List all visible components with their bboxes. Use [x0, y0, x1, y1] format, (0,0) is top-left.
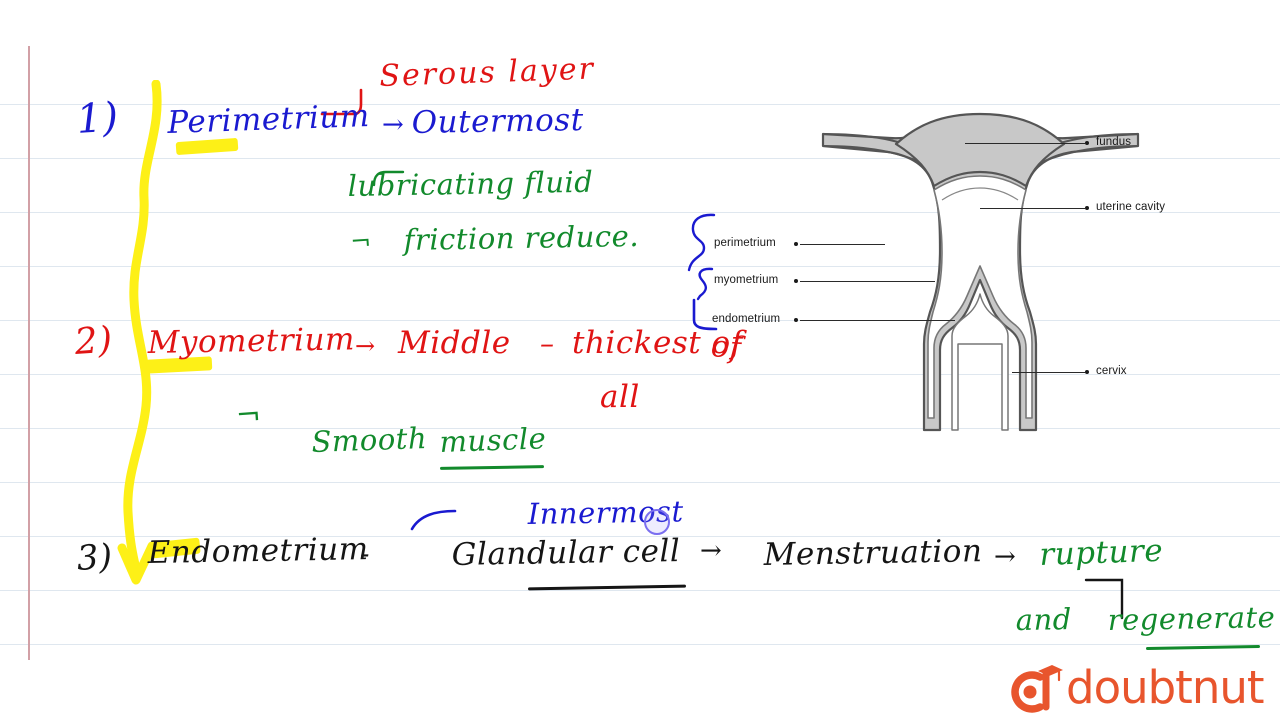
note-1-detail-line-1: lubricating fluid: [347, 164, 594, 203]
leader-line-myometrium: [800, 281, 935, 282]
note-2-arrow: →: [355, 332, 376, 360]
paper-margin-rule: [28, 46, 30, 660]
uterus-diagram: perimetrium myometrium endometrium fundu…: [687, 100, 1250, 450]
diagram-label-perimetrium: perimetrium: [714, 237, 776, 249]
leader-dot-fundus: [1085, 141, 1089, 145]
note-3-result-line2-prefix: and: [1015, 602, 1073, 637]
diagram-label-endometrium: endometrium: [712, 313, 781, 325]
note-3-result-line2: regenerate: [1107, 600, 1276, 637]
note-2-detail: Smooth: [310, 420, 428, 459]
note-3-arrow-2: →: [994, 542, 1017, 572]
leader-line-cervix: [1012, 372, 1085, 373]
graduation-cap-d-icon: [1011, 665, 1063, 713]
note-3-number: 3): [75, 536, 115, 579]
leader-dot-endometrium: [794, 318, 798, 322]
note-1-term: Perimetrium: [166, 97, 371, 141]
note-1-annotation: Serous layer: [378, 51, 596, 94]
leader-dot-myometrium: [794, 279, 798, 283]
note-3-dash: -: [360, 537, 370, 570]
leader-dot-perimetrium: [794, 242, 798, 246]
note-3-result: rupture: [1038, 532, 1164, 573]
note-3-term: Endometrium: [147, 531, 369, 571]
note-3-arrow: →: [700, 536, 723, 566]
note-2-term: Myometrium: [147, 321, 356, 361]
highlight-perimetrium: [175, 137, 239, 156]
note-1-number: 1): [75, 94, 121, 143]
leader-dot-uterine-cavity: [1085, 206, 1089, 210]
diagram-red-mark: of: [709, 329, 743, 367]
cursor-ring: [644, 509, 670, 535]
underline-regenerate: [1145, 645, 1261, 650]
doubtnut-logo: doubtnut: [1008, 661, 1270, 715]
note-2-definition: Middle: [398, 325, 511, 361]
doubtnut-wordmark: doubtnut: [1066, 661, 1265, 714]
underline-muscle: [439, 465, 545, 470]
note-1-detail-line-2: friction reduce.: [403, 218, 640, 257]
note-3-annotation-hook: [410, 509, 457, 531]
diagram-label-myometrium: myometrium: [714, 274, 779, 286]
diagram-label-fundus: fundus: [1096, 136, 1132, 148]
note-1-arrow: →: [382, 110, 405, 140]
leader-line-endometrium: [800, 320, 955, 321]
diagram-label-uterine-cavity: uterine cavity: [1096, 201, 1166, 213]
diagram-label-cervix: cervix: [1096, 365, 1127, 377]
leader-line-perimetrium: [800, 244, 885, 245]
note-1-detail-hook: ⌐: [348, 226, 373, 257]
uterus-illustration: [821, 112, 1140, 432]
note-2-detail-hook: ⌐: [234, 397, 263, 434]
note-2-qualifier-wrap: all: [600, 379, 640, 415]
note-2-qualifier: thickest of: [572, 325, 743, 361]
leader-line-uterine-cavity: [980, 208, 1085, 209]
leader-line-fundus: [965, 143, 1085, 144]
leader-dot-cervix: [1085, 370, 1089, 374]
note-2-dash: –: [540, 327, 555, 360]
note-3-definition: Glandular cell: [451, 533, 681, 573]
note-2-detail-underlined: muscle: [438, 421, 547, 459]
note-2-number: 2): [73, 319, 115, 363]
note-3-consequence: Menstruation: [763, 533, 983, 573]
note-1-definition: Outermost: [411, 102, 584, 141]
